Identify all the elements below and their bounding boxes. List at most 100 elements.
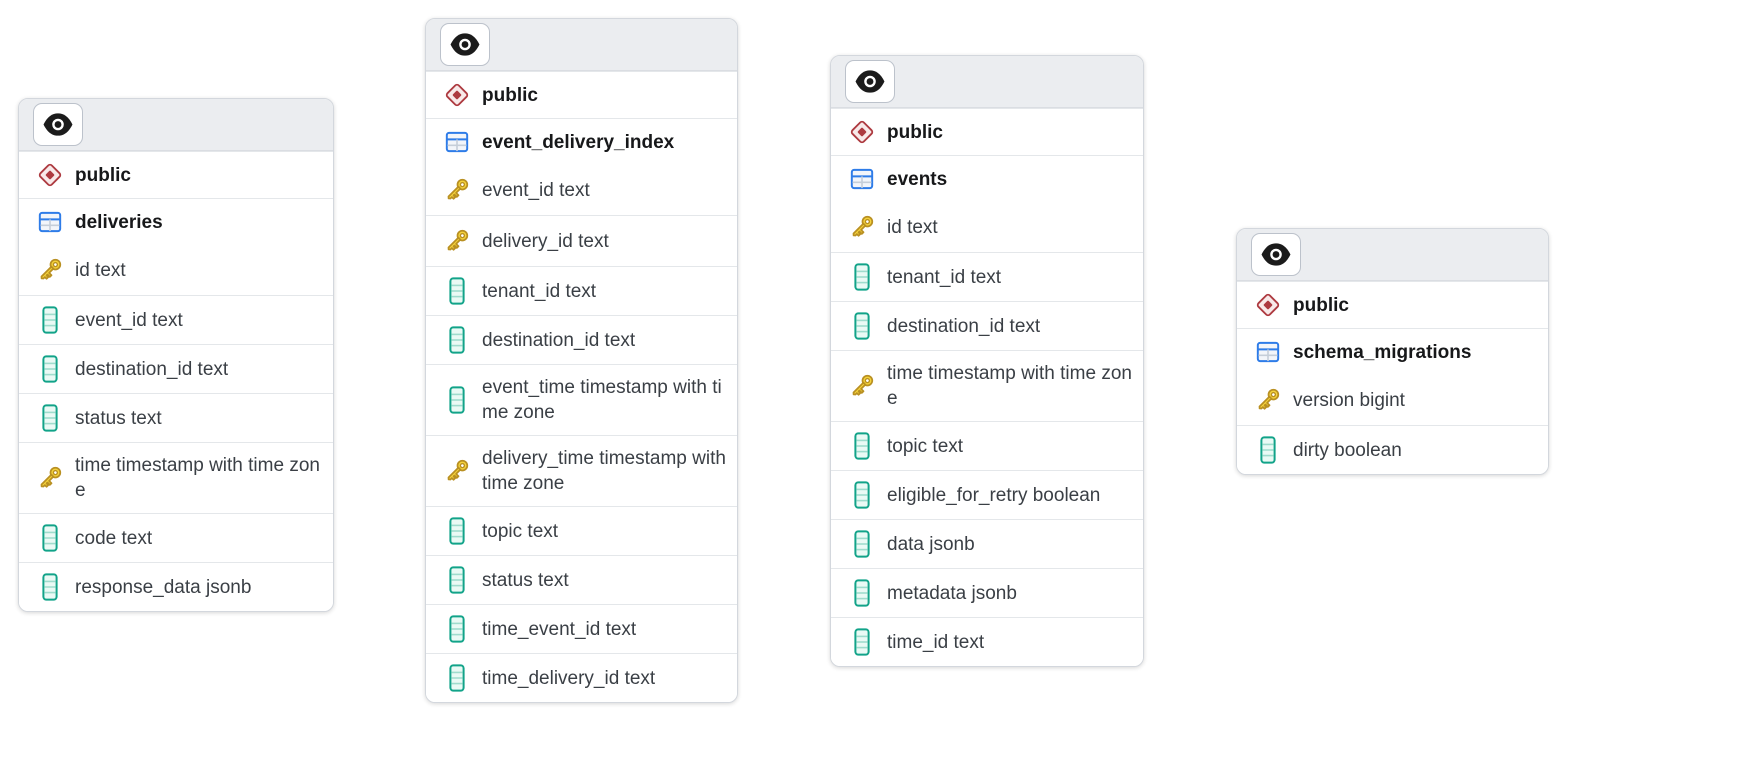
primary-key-icon (33, 255, 67, 285)
eye-icon (449, 32, 481, 57)
schema-name: public (887, 121, 943, 143)
column-icon (33, 573, 67, 601)
column-label: delivery_time timestamp with time zone (482, 448, 726, 494)
column-label: eligible_for_retry boolean (887, 484, 1101, 506)
table-name-row: events (831, 155, 1143, 202)
column-row: dirty boolean (1237, 425, 1548, 474)
schema-name: public (482, 84, 538, 106)
column-row: time_event_id text (426, 604, 737, 653)
column-row: event_id text (426, 165, 737, 215)
column-row: id text (19, 245, 333, 295)
details-toggle-button[interactable] (33, 103, 83, 146)
column-icon (440, 615, 474, 643)
column-list: id text event_id text destination_id tex… (19, 245, 333, 611)
column-label: event_time timestamp with time zone (482, 377, 722, 423)
column-row: event_time timestamp with time zone (426, 364, 737, 435)
primary-key-icon (845, 212, 879, 242)
column-row: destination_id text (831, 301, 1143, 350)
column-icon (33, 524, 67, 552)
table-name: events (887, 168, 948, 190)
primary-key-icon (1251, 385, 1285, 415)
column-label: tenant_id text (482, 280, 597, 302)
column-icon (845, 628, 879, 656)
schema-row: public (1237, 281, 1548, 328)
column-row: delivery_id text (426, 215, 737, 266)
column-label: time_id text (887, 631, 985, 653)
column-row: time_delivery_id text (426, 653, 737, 702)
column-label: event_id text (482, 179, 590, 201)
table-node[interactable]: public event_delivery_index event_id tex… (425, 18, 738, 703)
column-list: event_id text delivery_id text tenant_id… (426, 165, 737, 702)
column-row: tenant_id text (426, 266, 737, 315)
primary-key-icon (440, 175, 474, 205)
column-row: response_data jsonb (19, 562, 333, 611)
column-row: tenant_id text (831, 252, 1143, 301)
schema-diamond-icon (845, 119, 879, 145)
column-icon (440, 326, 474, 354)
column-row: code text (19, 513, 333, 562)
column-row: data jsonb (831, 519, 1143, 568)
details-toggle-button[interactable] (1251, 233, 1301, 276)
table-name-row: deliveries (19, 198, 333, 245)
table-node-header[interactable] (1237, 229, 1548, 281)
column-row: destination_id text (19, 344, 333, 393)
column-label: version bigint (1293, 389, 1405, 411)
schema-name: public (1293, 294, 1349, 316)
column-icon (845, 530, 879, 558)
table-node-header[interactable] (426, 19, 737, 71)
eye-icon (854, 69, 886, 94)
column-label: code text (75, 527, 153, 549)
column-label: dirty boolean (1293, 439, 1402, 461)
table-node[interactable]: public events id text (830, 55, 1144, 667)
details-toggle-button[interactable] (440, 23, 490, 66)
column-label: status text (482, 569, 569, 591)
column-list: id text tenant_id text destination_id te… (831, 202, 1143, 666)
column-row: metadata jsonb (831, 568, 1143, 617)
column-row: time timestamp with time zone (19, 442, 333, 513)
primary-key-icon (845, 371, 879, 401)
table-icon (440, 129, 474, 155)
table-node[interactable]: public schema_migrations version bigint (1236, 228, 1549, 475)
column-label: id text (887, 216, 938, 238)
column-icon (33, 306, 67, 334)
column-label: status text (75, 407, 162, 429)
column-label: event_id text (75, 309, 183, 331)
schema-diamond-icon (33, 162, 67, 188)
column-label: time_delivery_id text (482, 667, 656, 689)
table-icon (845, 166, 879, 192)
table-node-header[interactable] (19, 99, 333, 151)
column-icon (440, 277, 474, 305)
column-row: id text (831, 202, 1143, 252)
column-row: topic text (426, 506, 737, 555)
table-name-row: event_delivery_index (426, 118, 737, 165)
table-icon (33, 209, 67, 235)
column-label: destination_id text (887, 315, 1041, 337)
column-list: version bigint dirty boolean (1237, 375, 1548, 474)
column-row: destination_id text (426, 315, 737, 364)
column-label: tenant_id text (887, 266, 1002, 288)
primary-key-icon (440, 456, 474, 486)
details-toggle-button[interactable] (845, 60, 895, 103)
table-name: event_delivery_index (482, 131, 675, 153)
table-name: deliveries (75, 211, 163, 233)
column-icon (440, 664, 474, 692)
column-icon (1251, 436, 1285, 464)
column-label: topic text (887, 435, 964, 457)
column-row: time_id text (831, 617, 1143, 666)
column-label: response_data jsonb (75, 576, 252, 598)
column-label: destination_id text (75, 358, 229, 380)
column-icon (33, 355, 67, 383)
table-node[interactable]: public deliveries id text (18, 98, 334, 612)
column-row: event_id text (19, 295, 333, 344)
table-node-header[interactable] (831, 56, 1143, 108)
table-icon (1251, 339, 1285, 365)
column-icon (845, 263, 879, 291)
schema-row: public (831, 108, 1143, 155)
column-row: time timestamp with time zone (831, 350, 1143, 421)
column-label: time_event_id text (482, 618, 637, 640)
table-name: schema_migrations (1293, 341, 1472, 363)
column-icon (440, 517, 474, 545)
column-label: data jsonb (887, 533, 975, 555)
column-icon (845, 579, 879, 607)
